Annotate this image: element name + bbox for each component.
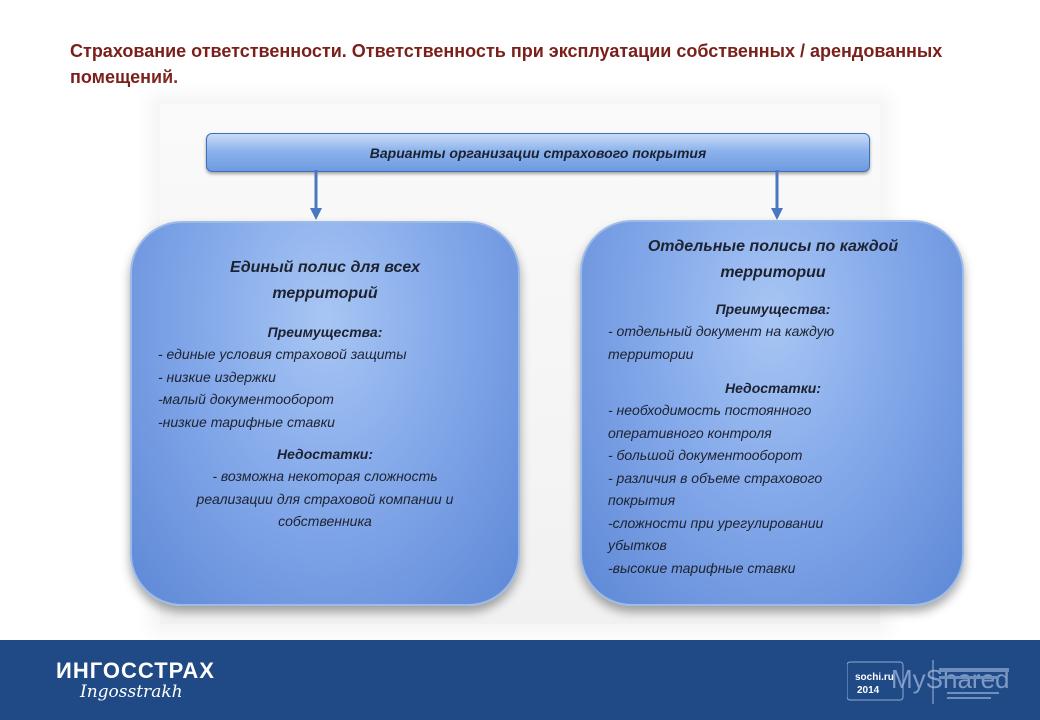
- list-item: - необходимость постоянного: [608, 402, 812, 418]
- list-item: - отдельный документ на каждую: [608, 323, 835, 339]
- arrow-down-right-icon: [771, 170, 783, 220]
- list-item: собственника: [278, 513, 372, 529]
- list-item: - возможна некоторая сложность: [212, 468, 438, 484]
- list-item: убытков: [608, 537, 667, 553]
- separate-policies-title: Отдельные полисы по каждой территории: [647, 238, 899, 281]
- sochi-2014-partner-logo: sochi.ru 2014 MyShared: [847, 660, 1010, 704]
- slide-title: Страхование ответственности. Ответственн…: [70, 41, 943, 87]
- list-item: -сложности при урегулировании: [608, 514, 824, 531]
- list-item: - большой документооборот: [608, 447, 803, 463]
- partner-line-1: sochi.ru: [855, 672, 894, 683]
- ingosstrakh-logo: ИНГОССТРАХ: [56, 658, 215, 683]
- separate-policies-box: Отдельные полисы по каждой территории Пр…: [580, 220, 964, 606]
- list-item: -высокие тарифные ставки: [608, 559, 796, 576]
- single-policy-box: Единый полис для всех территорий Преимущ…: [130, 221, 520, 606]
- footer-bar: [0, 640, 1040, 720]
- separate-policies-disadvantages-heading: Недостатки:: [724, 380, 822, 396]
- list-item: - различия в объеме страхового: [608, 469, 823, 486]
- coverage-options-label: Варианты организации страхового покрытия: [369, 144, 707, 161]
- arrow-down-left-icon: [310, 170, 322, 220]
- single-policy-advantages-heading: Преимущества:: [267, 324, 383, 340]
- ingosstrakh-logo-script: Ingosstrakh: [80, 682, 183, 702]
- partner-line-2: 2014: [857, 685, 880, 696]
- list-item: -малый документооборот: [158, 391, 334, 407]
- single-policy-disadvantages-list: - возможна некоторая сложность реализаци…: [158, 465, 492, 533]
- list-item: -низкие тарифные ставки: [158, 413, 335, 430]
- single-policy-title: Единый полис для всех территорий: [230, 259, 420, 302]
- separate-policies-advantages-list: - отдельный документ на каждую территори…: [608, 320, 938, 365]
- list-item: реализации для страховой компании и: [196, 490, 454, 507]
- separate-policies-advantages-heading: Преимущества:: [715, 301, 831, 317]
- list-item: - низкие издержки: [158, 368, 276, 385]
- list-item: покрытия: [608, 492, 676, 508]
- coverage-options-header: Варианты организации страхового покрытия: [206, 133, 870, 172]
- list-item: территории: [608, 345, 694, 362]
- separate-policies-disadvantages-list: - необходимость постоянного оперативного…: [608, 399, 938, 579]
- list-item: - единые условия страховой защиты: [158, 346, 407, 362]
- list-item: оперативного контроля: [608, 424, 772, 441]
- single-policy-disadvantages-heading: Недостатки:: [276, 446, 374, 462]
- single-policy-advantages-list: - единые условия страховой защиты - низк…: [158, 343, 492, 433]
